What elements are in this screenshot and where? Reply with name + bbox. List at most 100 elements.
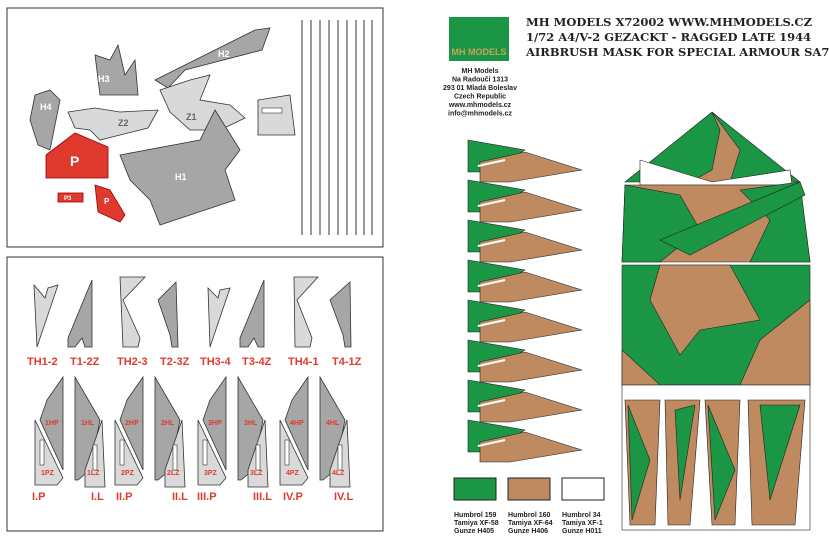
mask-th4-1 bbox=[293, 276, 319, 348]
mask-h4 bbox=[29, 89, 61, 151]
address-line: Czech Republic bbox=[454, 94, 506, 101]
fin-label-bottom: 4LZ bbox=[332, 470, 345, 477]
address-line: info@mhmodels.cz bbox=[448, 111, 512, 118]
title-line: AIRBRUSH MASK FOR SPECIAL ARMOUR SA72003 bbox=[525, 45, 829, 59]
label-fin-0: I.P bbox=[32, 491, 45, 503]
label-t3-4z: T3-4Z bbox=[242, 356, 272, 368]
label-p3: P3 bbox=[64, 196, 72, 202]
fin-label-bottom: 2PZ bbox=[121, 470, 135, 477]
title-line: 1/72 A4/V-2 GEZACKT - RAGGED LATE 1944 bbox=[526, 30, 811, 44]
label-th2-3: TH2-3 bbox=[117, 356, 148, 368]
mask-h1 bbox=[119, 109, 241, 226]
brown-strip bbox=[479, 151, 583, 183]
fin-label-top: 1HL bbox=[81, 420, 95, 427]
body-strip-masks bbox=[467, 139, 583, 463]
mask-p3 bbox=[57, 192, 84, 203]
fin-label-top: 1HP bbox=[45, 420, 59, 427]
fin-label-bottom: 3PZ bbox=[204, 470, 218, 477]
label-t4-1z: T4-1Z bbox=[332, 356, 362, 368]
mh-models-logo bbox=[449, 17, 509, 61]
fin-mask-upper bbox=[237, 375, 264, 481]
brown-strip bbox=[479, 431, 583, 463]
fin-label-top: 4HL bbox=[326, 420, 340, 427]
paint-code: Gunze H405 bbox=[454, 528, 494, 535]
mask-h3 bbox=[94, 43, 139, 96]
fin-label-bottom: 1LZ bbox=[87, 470, 100, 477]
paint-code: Tamiya XF-64 bbox=[508, 520, 553, 527]
fin-label-top: 2HL bbox=[161, 420, 175, 427]
label-fin-4: III.P bbox=[197, 491, 217, 503]
label-fin-6: IV.P bbox=[283, 491, 303, 503]
paint-code: Tamiya XF-1 bbox=[562, 520, 603, 527]
mask-p bbox=[45, 132, 109, 179]
brown-strip bbox=[479, 271, 583, 303]
paint-code: Tamiya XF-58 bbox=[454, 520, 499, 527]
rocket-camouflage-diagram bbox=[621, 111, 811, 531]
label-fin-2: II.P bbox=[116, 491, 133, 503]
brown-strip bbox=[479, 391, 583, 423]
mask-th2-3 bbox=[119, 276, 146, 348]
title-line: MH MODELS X72002 WWW.MHMODELS.CZ bbox=[526, 15, 812, 29]
mask-t1-2z bbox=[67, 279, 93, 348]
label-p-small: P bbox=[104, 197, 110, 206]
address-line: Na Radouči 1313 bbox=[452, 77, 508, 84]
paint-code: Humbrol 159 bbox=[454, 512, 497, 519]
paint-code: Gunze H011 bbox=[562, 528, 602, 535]
fin-label-top: 3HL bbox=[244, 420, 258, 427]
label-h2: H2 bbox=[218, 49, 230, 59]
z1-strip-overlay bbox=[659, 181, 806, 256]
fin-mask-upper bbox=[74, 375, 101, 481]
paint-swatch bbox=[507, 477, 551, 501]
logo-text: MH MODELS bbox=[452, 47, 507, 57]
fin-mask-upper bbox=[202, 375, 227, 471]
mask-z1-strip bbox=[257, 94, 296, 136]
fin-label-bottom: 2LZ bbox=[167, 470, 180, 477]
address-line: 293 01 Mladá Boleslav bbox=[443, 85, 517, 92]
fin-mask-upper bbox=[119, 375, 144, 471]
mask-th3-4 bbox=[207, 287, 231, 348]
fin-label-top: 2HP bbox=[125, 420, 139, 427]
paint-code: Humbrol 34 bbox=[562, 512, 601, 519]
brown-strip bbox=[479, 351, 583, 383]
label-t2-3z: T2-3Z bbox=[160, 356, 190, 368]
label-z2: Z2 bbox=[118, 118, 129, 128]
label-th3-4: TH3-4 bbox=[200, 356, 231, 368]
mask-stripes bbox=[301, 20, 373, 235]
fin-label-top: 4HP bbox=[290, 420, 304, 427]
label-t1-2z: T1-2Z bbox=[70, 356, 100, 368]
mask-t3-4z bbox=[239, 279, 265, 348]
fin-label-bottom: 1PZ bbox=[41, 470, 55, 477]
brown-strip bbox=[479, 231, 583, 263]
fin-mask-upper bbox=[39, 375, 64, 471]
mask-th1-2 bbox=[33, 283, 59, 348]
fin-mask-lower bbox=[114, 419, 144, 486]
tail-mask-row bbox=[33, 276, 352, 348]
label-h1: H1 bbox=[175, 172, 187, 182]
paint-swatch bbox=[561, 477, 605, 501]
fin-mask-upper bbox=[284, 375, 309, 471]
address-line: www.mhmodels.cz bbox=[448, 102, 512, 109]
label-fin-3: II.L bbox=[172, 491, 188, 503]
label-th1-2: TH1-2 bbox=[27, 356, 58, 368]
paint-code: Gunze H406 bbox=[508, 528, 548, 535]
fin-mask-lower bbox=[279, 419, 309, 486]
mask-t2-3z bbox=[157, 281, 179, 348]
fin-mask-upper bbox=[319, 375, 346, 481]
brown-strip bbox=[479, 191, 583, 223]
fin-label-bottom: 4PZ bbox=[286, 470, 300, 477]
mask-p-small bbox=[94, 184, 126, 223]
fin-mask-lower bbox=[34, 419, 64, 486]
label-p: P bbox=[70, 153, 79, 169]
fin-label-bottom: 3LZ bbox=[250, 470, 263, 477]
paint-swatch bbox=[453, 477, 497, 501]
mask-t4-1z bbox=[329, 281, 352, 348]
mask-z1 bbox=[159, 74, 246, 131]
label-fin-5: III.L bbox=[253, 491, 272, 503]
address-line: MH Models bbox=[462, 68, 499, 75]
label-fin-7: IV.L bbox=[334, 491, 353, 503]
fin-mask-upper bbox=[154, 375, 181, 481]
label-th4-1: TH4-1 bbox=[288, 356, 319, 368]
label-h3: H3 bbox=[98, 74, 110, 84]
